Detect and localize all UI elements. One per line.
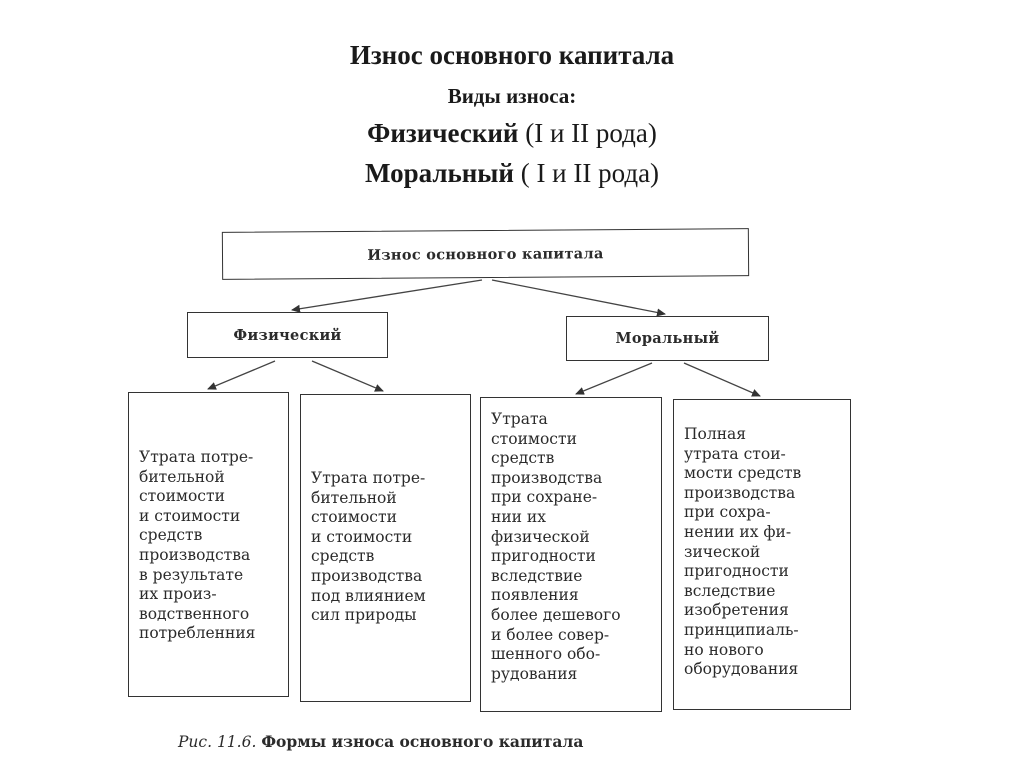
leaf-line: принципиаль- <box>684 620 799 639</box>
leaf-line: изобретения <box>684 601 789 620</box>
leaf-line: пригодности <box>491 547 596 566</box>
leaf-line: под влиянием <box>311 586 426 605</box>
physical-wear-leaf-consumption: Утрата потре- бительной стоимости и стои… <box>128 392 289 697</box>
physical-wear-kinds: (I и II рода) <box>518 118 657 148</box>
leaf-line: утрата стои- <box>684 444 786 463</box>
leaf-line: Утрата потре- <box>139 448 254 466</box>
leaf-line: средств <box>491 449 555 468</box>
leaf-line: Утрата потре- <box>311 469 426 487</box>
leaf-line: и стоимости <box>139 506 241 525</box>
leaf-line: при сохране- <box>491 488 598 507</box>
leaf-line: бительной <box>139 467 225 486</box>
leaf-line: вследствие <box>491 566 583 585</box>
connector-physical-leaf1 <box>207 360 276 390</box>
leaf-line: бительной <box>311 488 397 507</box>
physical-wear-label: Физический <box>367 118 519 148</box>
leaf-line: водственного <box>139 604 250 623</box>
physical-wear-line: Физический (I и II рода) <box>0 118 1024 149</box>
leaf-line: при сохра- <box>684 503 771 522</box>
leaf-line: рудования <box>491 664 578 683</box>
moral-wear-kinds: ( I и II рода) <box>513 158 660 188</box>
leaf-line: физической <box>491 527 590 546</box>
moral-wear-leaf-cheaper: Утрата стоимости средств производства пр… <box>480 397 662 712</box>
moral-node: Моральный <box>566 316 769 361</box>
leaf-line: шенного обо- <box>491 645 601 664</box>
leaf-line: более дешевого <box>491 605 621 624</box>
leaf-line: и стоимости <box>311 527 413 546</box>
leaf-line: мости средств <box>684 464 802 483</box>
leaf-line: их произ- <box>139 585 217 604</box>
physical-node-label: Физический <box>233 326 342 344</box>
root-node: Износ основного капитала <box>221 228 750 280</box>
leaf-line: Утрата <box>491 410 548 428</box>
slide-subtitle: Виды износа: <box>447 84 577 108</box>
leaf-line: вследствие <box>684 581 776 600</box>
leaf-line: стоимости <box>139 487 225 506</box>
leaf-line: пригодности <box>684 562 789 581</box>
moral-wear-leaf-new-invention: Полная утрата стои- мости средств произв… <box>673 399 851 710</box>
leaf-line: производства <box>491 468 603 487</box>
leaf-line: производства <box>311 566 423 585</box>
leaf-line: потребленния <box>139 624 256 643</box>
leaf-line: и более совер- <box>491 625 610 644</box>
connector-physical-leaf2 <box>311 360 384 392</box>
connector-moral-leaf4 <box>683 362 761 397</box>
leaf-line: стоимости <box>491 429 577 448</box>
leaf-line: но нового <box>684 640 764 659</box>
slide-title: Износ основного капитала <box>349 40 675 70</box>
moral-wear-line: Моральный ( I и II рода) <box>0 158 1024 189</box>
moral-node-label: Моральный <box>615 330 720 347</box>
leaf-line: производства <box>139 545 251 564</box>
moral-wear-label: Моральный <box>364 158 514 188</box>
connector-root-physical <box>291 279 483 313</box>
leaf-line: в результате <box>139 565 244 584</box>
leaf-line: производства <box>684 483 796 502</box>
leaf-line: нении их фи- <box>684 522 792 541</box>
leaf-line: нии их <box>491 507 546 526</box>
leaf-line: оборудования <box>684 660 799 679</box>
leaf-line: средств <box>139 526 203 545</box>
leaf-line: зической <box>684 542 761 561</box>
leaf-line: стоимости <box>311 508 397 527</box>
figure-number: Рис. 11.6. <box>178 733 257 751</box>
physical-node: Физический <box>187 312 388 358</box>
leaf-line: сил природы <box>311 606 417 625</box>
physical-wear-leaf-nature: Утрата потре- бительной стоимости и стои… <box>300 394 471 702</box>
leaf-line: появления <box>491 586 579 605</box>
leaf-line: средств <box>311 547 375 566</box>
root-node-label: Износ основного капитала <box>367 244 604 264</box>
connector-moral-leaf3 <box>575 362 653 395</box>
figure-caption: Рис. 11.6. Формы износа основного капита… <box>178 732 583 751</box>
leaf-line: Полная <box>684 425 747 443</box>
connector-root-moral <box>491 279 666 317</box>
figure-title: Формы износа основного капитала <box>261 732 584 751</box>
